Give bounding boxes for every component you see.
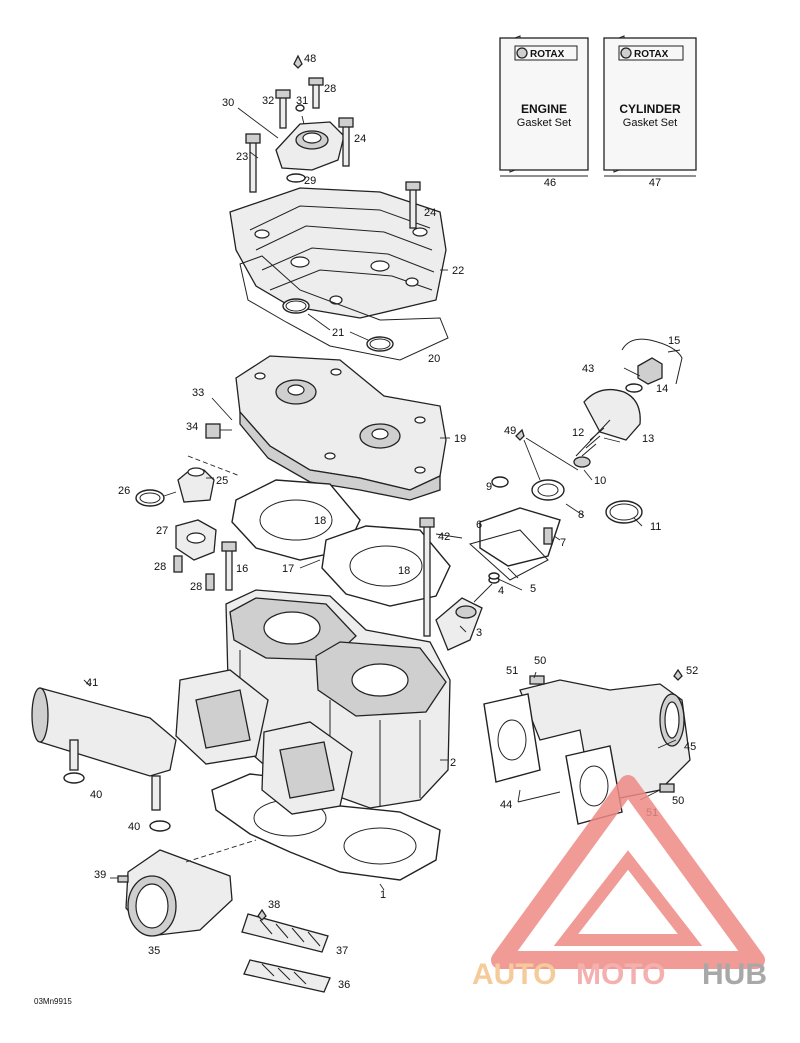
cylinder-box-subtitle: Gasket Set [623, 117, 677, 129]
callout-42: 42 [438, 531, 450, 543]
callout-6: 6 [476, 519, 482, 531]
callout-52: 52 [686, 665, 698, 677]
callout-50-top: 50 [534, 655, 546, 667]
callout-47: 47 [649, 177, 661, 189]
callout-40-top: 40 [90, 789, 102, 801]
callout-2: 2 [450, 757, 456, 769]
callout-18-left: 18 [314, 515, 326, 527]
callout-21: 21 [332, 327, 344, 339]
engine-box-subtitle: Gasket Set [517, 117, 571, 129]
callout-40-low: 40 [128, 821, 140, 833]
callout-14: 14 [656, 383, 668, 395]
callout-45: 45 [684, 741, 696, 753]
callout-17: 17 [282, 563, 294, 575]
engine-box-brand: ROTAX [530, 49, 565, 60]
callout-24: 24 [424, 207, 436, 219]
watermark-moto: MOTO [576, 958, 665, 991]
callout-3: 3 [476, 627, 482, 639]
head-gaskets [231, 479, 451, 607]
callout-26: 26 [118, 485, 130, 497]
dashed-centerline [185, 455, 257, 863]
automotohub-watermark: AUTO MOTO HUB [472, 775, 767, 991]
callout-50-low: 50 [672, 795, 684, 807]
callout-46: 46 [544, 177, 556, 189]
exhaust-valve-body [435, 576, 500, 651]
callout-10: 10 [594, 475, 606, 487]
thermostat-group [135, 467, 237, 591]
callout-28: 28 [324, 83, 336, 95]
callout-5: 5 [530, 583, 536, 595]
cylinder-box-title: CYLINDER [619, 102, 681, 116]
callout-15: 15 [668, 335, 680, 347]
callout-28-low: 28 [190, 581, 202, 593]
callout-25: 25 [216, 475, 228, 487]
callout-39: 39 [94, 869, 106, 881]
callout-35: 35 [148, 945, 160, 957]
callout-4: 4 [498, 585, 504, 597]
callout-8: 8 [578, 509, 584, 521]
callout-18-right: 18 [398, 565, 410, 577]
callout-7: 7 [560, 537, 566, 549]
callout-30: 30 [222, 97, 234, 109]
callout-16: 16 [236, 563, 248, 575]
leaders-top [237, 107, 305, 159]
figure-code: 03Mn9915 [34, 997, 72, 1006]
callout-11: 11 [650, 521, 661, 533]
callout-labels: 48 28 31 32 30 24 23 29 24 22 21 20 33 3… [86, 53, 698, 991]
water-outlet-assembly [245, 54, 354, 193]
callout-48: 48 [304, 53, 316, 65]
callout-19: 19 [454, 433, 466, 445]
callout-12: 12 [572, 427, 584, 439]
callout-24-top: 24 [354, 133, 366, 145]
cylinder-head [205, 355, 447, 501]
callout-41: 41 [86, 677, 98, 689]
callout-44: 44 [500, 799, 512, 811]
callout-31: 31 [296, 95, 308, 107]
engine-box-title: ENGINE [521, 102, 567, 116]
watermark-logo-icon [491, 775, 765, 969]
callout-51-top: 51 [506, 665, 518, 677]
intake-silencer [31, 687, 177, 832]
rotax-logo-icon [620, 47, 632, 59]
cover-gasket-and-orings [239, 255, 449, 361]
callout-34: 34 [186, 421, 198, 433]
callout-38: 38 [268, 899, 280, 911]
callout-20: 20 [428, 353, 440, 365]
watermark-auto: AUTO [472, 958, 556, 991]
exhaust-manifold [483, 668, 691, 825]
callout-13: 13 [642, 433, 654, 445]
callout-9: 9 [486, 481, 492, 493]
callout-22: 22 [452, 265, 464, 277]
watermark-hub: HUB [702, 958, 767, 991]
carburetor-adaptor [110, 849, 233, 937]
reed-valves [175, 669, 353, 815]
callout-29: 29 [304, 175, 316, 187]
callout-23: 23 [236, 151, 248, 163]
engine-gasket-set-box: ROTAX ENGINE Gasket Set 46 [499, 35, 589, 189]
callout-1: 1 [380, 889, 386, 901]
cylinder-box-brand: ROTAX [634, 49, 669, 60]
callout-leaders [83, 269, 681, 801]
callout-33: 33 [192, 387, 204, 399]
cylinder-head-cover [229, 181, 447, 319]
rave-valve-assembly [468, 338, 683, 581]
decals [241, 908, 331, 993]
callout-49: 49 [504, 425, 516, 437]
cylinder-gasket-set-box: ROTAX CYLINDER Gasket Set 47 [603, 35, 697, 189]
callout-43: 43 [582, 363, 594, 375]
rotax-logo-icon [516, 47, 528, 59]
watermark-logo-inner-icon [553, 850, 703, 946]
callout-32: 32 [262, 95, 274, 107]
callout-37: 37 [336, 945, 348, 957]
callout-36: 36 [338, 979, 350, 991]
callout-27: 27 [156, 525, 168, 537]
callout-28-mid: 28 [154, 561, 166, 573]
